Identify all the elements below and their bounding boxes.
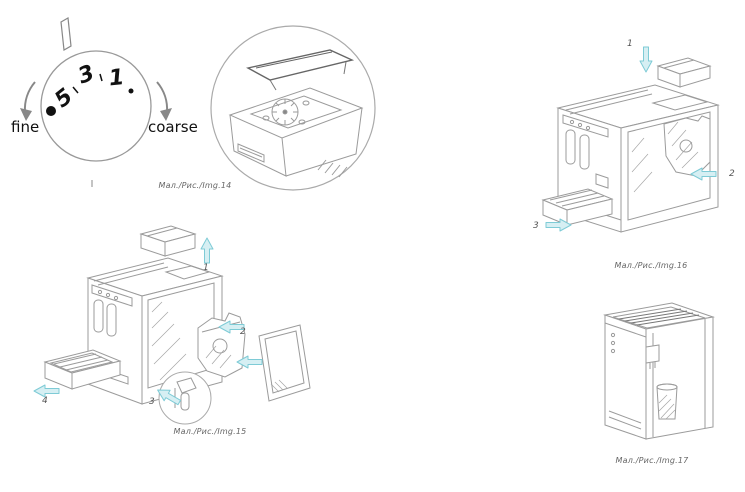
callout-1: 1 <box>203 263 209 273</box>
dial-circle <box>40 50 152 162</box>
fig17-figure <box>593 291 728 456</box>
fig16-bean-container <box>656 57 712 88</box>
fig15-machine-body <box>86 257 224 405</box>
coarse-label: coarse <box>148 118 198 136</box>
fig16-drip-tray <box>541 188 614 226</box>
fig16-figure: 1 <box>528 22 743 267</box>
callout-2: 2 <box>729 169 735 179</box>
grind-dial-illustration: 5 3 1 fine coarse <box>11 17 198 187</box>
dial-large-dot <box>46 106 56 116</box>
machine-with-glass-illustration <box>603 302 715 440</box>
fig15-drip-tray <box>43 349 122 390</box>
fig14-dial-figure: 5 3 1 fine coarse <box>5 8 215 198</box>
callout-4: 4 <box>42 396 48 406</box>
up-arrow-icon <box>200 237 214 264</box>
fig15-brew-unit <box>197 312 246 378</box>
dial-number-3: 3 <box>75 61 98 90</box>
machine-exploded-illustration: 1 <box>33 225 311 425</box>
dial-small-dot <box>128 88 134 94</box>
callout-3: 3 <box>149 397 155 407</box>
fine-label: fine <box>11 118 39 136</box>
fig15-lock-zoom-detail <box>158 371 212 425</box>
fig17-caption: Мал./Рис./Img.17 <box>615 456 689 465</box>
dial-tick <box>99 73 103 82</box>
fig15-caption: Мал./Рис./Img.15 <box>173 427 247 436</box>
fig15-side-panel <box>258 324 311 402</box>
rotate-left-arrow-icon <box>20 81 36 121</box>
dial-tick <box>72 86 79 94</box>
fig16-caption: Мал./Рис./Img.16 <box>614 261 688 270</box>
fig14-caption: Мал./Рис./Img.14 <box>158 181 232 190</box>
machine-assembly-illustration: 1 <box>533 39 735 233</box>
down-arrow-icon <box>639 46 653 73</box>
callout-1: 1 <box>627 39 633 49</box>
fig14-zoom-detail <box>206 24 381 199</box>
dial-number-1: 1 <box>108 65 126 91</box>
callout-3: 3 <box>533 221 539 231</box>
fig16-machine-body <box>556 84 720 233</box>
machine-top-detail <box>228 49 364 178</box>
callout-2: 2 <box>240 327 246 337</box>
machine-top-zoom-illustration <box>210 25 376 191</box>
rotate-right-arrow-icon <box>156 81 172 121</box>
dial-pointer-icon <box>60 17 72 51</box>
fig15-figure: 1 <box>28 212 358 447</box>
fig17-glass <box>656 383 678 420</box>
fig15-bean-container <box>139 225 197 257</box>
